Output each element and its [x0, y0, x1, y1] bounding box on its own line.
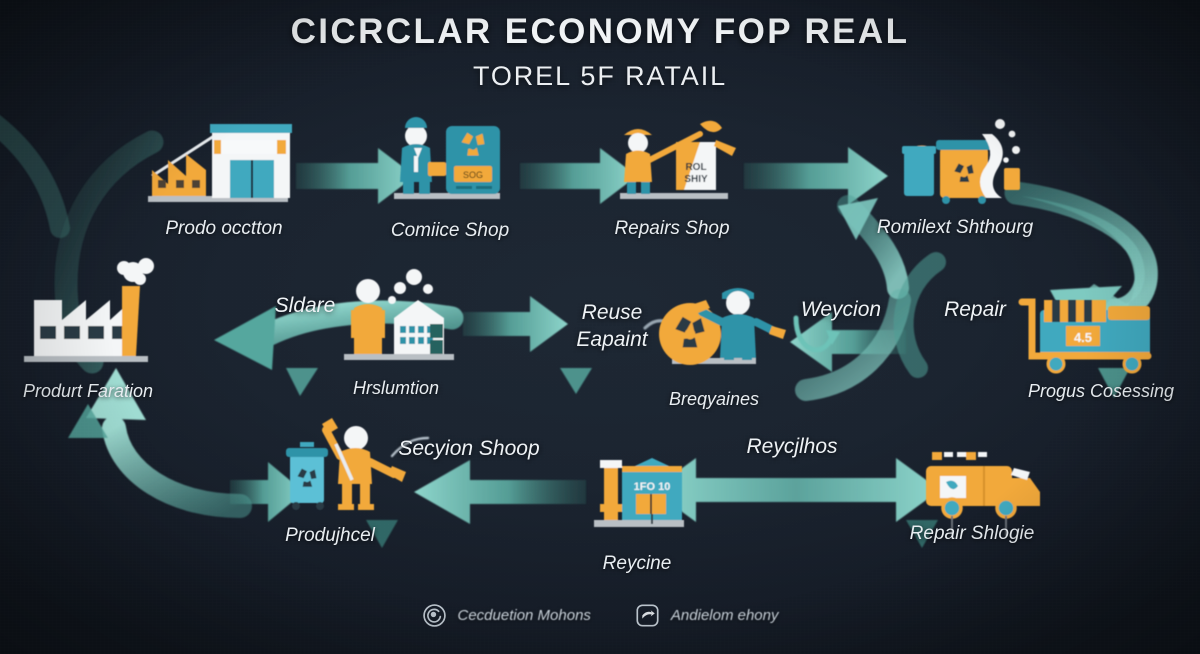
node-label-produjhcel: Produjhcel: [285, 525, 375, 546]
title-block: CICRCLAR ECONOMY FOP REAL TOREL 5F RATAI…: [0, 12, 1200, 92]
person-vending-machine-icon: SOG: [394, 117, 500, 199]
page-subtitle: TOREL 5F RATAIL: [472, 61, 728, 91]
svg-text:1FO 10: 1FO 10: [634, 481, 671, 493]
node-label-production: Prodo occtton: [165, 218, 283, 239]
flow-label-reuse-line1: Reuse: [581, 301, 643, 324]
node-label-reycine: Reycine: [602, 553, 672, 574]
recycle-bin-worker-icon: [286, 418, 406, 510]
smokestack-factory-icon: [24, 258, 154, 362]
flow-label-repair: Repair: [944, 298, 1006, 321]
worker-signpost-icon: ROL SHIY: [620, 120, 736, 199]
legend-label-cecduetion-mohons: Cecduetion Mohons: [457, 607, 591, 624]
node-label-breqyaines: Breqyaines: [668, 389, 760, 409]
svg-text:SHIY: SHIY: [684, 174, 708, 185]
cargo-cart-icon: 4.5: [1018, 298, 1152, 374]
legend-item-cecduetion-mohons: Cecduetion Mohons: [422, 603, 591, 628]
node-label-repair-shlogie: Repair Shlogie: [909, 523, 1035, 544]
flow-label-reuse-eapaint: Reuse Eapaint: [576, 300, 647, 354]
node-label-commerce-shop: Comiice Shop: [390, 220, 510, 241]
flow-label-sldare: Sldare: [274, 294, 336, 317]
recycle-coin-worker-icon: [659, 288, 786, 365]
shopfront-icon: 1FO 10: [594, 458, 684, 527]
node-label-remilext-shthourg: Romilext Shthourg: [876, 217, 1034, 238]
flow-label-reycjlhos: Reycjlhos: [746, 435, 838, 458]
node-label-repairs-shop: Repairs Shop: [614, 218, 730, 239]
flow-label-weycion: Weycion: [800, 298, 882, 321]
node-label-progus-cosessing: Progus Cosessing: [1027, 381, 1175, 401]
svg-text:SOG: SOG: [463, 170, 483, 180]
rounded-square-arrow-icon: [636, 604, 659, 627]
legend-label-andielom-ehony: Andielom ehony: [670, 607, 779, 624]
person-building-icon: [344, 269, 454, 360]
svg-text:ROL: ROL: [685, 162, 706, 173]
svg-text:4.5: 4.5: [1074, 330, 1092, 345]
node-label-product-faration: Produrt Faration: [22, 381, 154, 401]
legend-item-andielom-ehony: Andielom ehony: [635, 603, 779, 628]
circular-arrow-badge-icon: [422, 604, 446, 627]
factory-storefront-icon: [148, 124, 292, 202]
recycling-bins-icon: [902, 119, 1020, 204]
flow-label-secyion-shoop: Secyion Shoop: [398, 437, 540, 460]
footer-legend: Cecduetion Mohons Andielom ehony: [0, 603, 1200, 628]
page-title: CICRCLAR ECONOMY FOP REAL: [290, 12, 910, 51]
node-label-hrslumtion: Hrslumtion: [352, 378, 440, 398]
flow-label-reuse-line2: Eapaint: [576, 327, 648, 351]
